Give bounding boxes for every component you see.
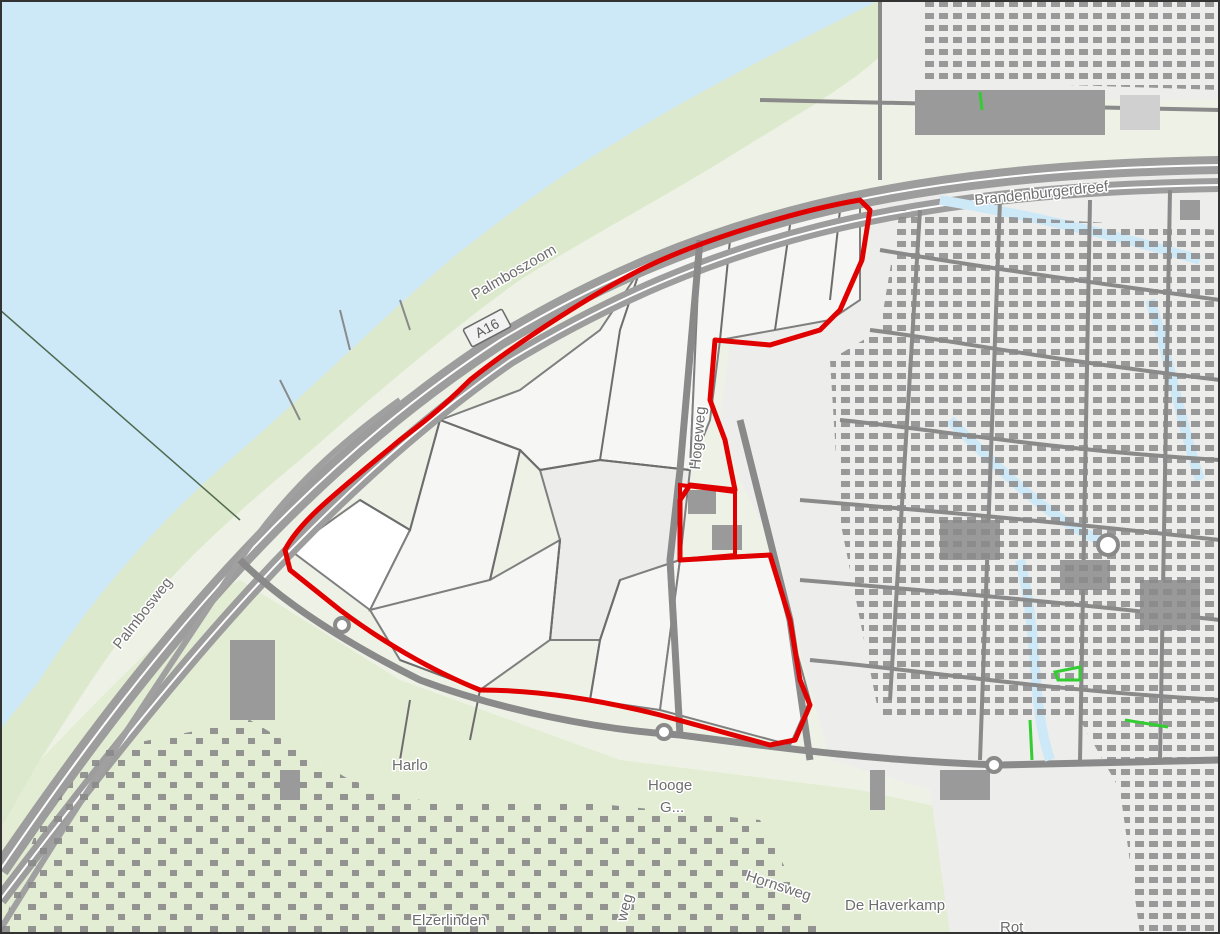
project-boundary[interactable] xyxy=(282,197,873,748)
ring-road xyxy=(237,239,1220,769)
label-harlo: Harlo xyxy=(392,757,428,774)
label-elzerlinden: Elzerlinden xyxy=(412,912,486,929)
shore-green xyxy=(0,0,920,830)
shore-details xyxy=(279,299,411,421)
label-hooge: Hooge xyxy=(648,777,692,794)
label-hooge-2: G... xyxy=(660,799,684,816)
power-line xyxy=(0,309,241,521)
label-de-haverkamp: De Haverkamp xyxy=(845,897,945,914)
label-rot: Rot xyxy=(1000,919,1024,934)
polder-fields xyxy=(288,198,861,747)
water-body xyxy=(0,0,880,730)
roundabouts xyxy=(333,533,1120,774)
green-features xyxy=(978,91,1169,761)
project-boundary-inner xyxy=(678,482,737,563)
highway-shield: A16 xyxy=(462,308,512,348)
